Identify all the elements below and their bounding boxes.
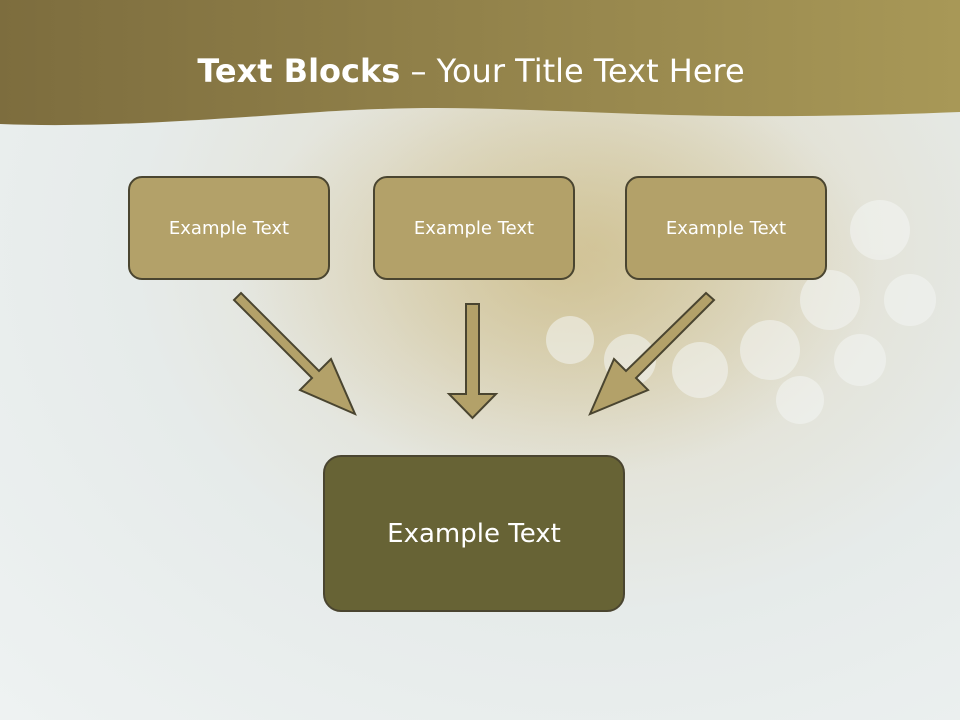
text-block-top-right: Example Text (625, 176, 827, 280)
title-rest: – Your Title Text Here (400, 52, 745, 90)
text-block-bottom: Example Text (323, 455, 625, 612)
arrow-left (232, 291, 357, 416)
header-band (0, 0, 960, 126)
slide-title: Text Blocks – Your Title Text Here (0, 52, 942, 90)
text-block-top-right-label: Example Text (665, 217, 787, 239)
text-block-top-left-label: Example Text (168, 217, 290, 239)
arrow-right (588, 291, 716, 416)
text-block-bottom-label: Example Text (387, 518, 561, 549)
title-bold: Text Blocks (197, 52, 401, 90)
text-block-top-center: Example Text (373, 176, 575, 280)
arrow-center (446, 303, 499, 420)
text-block-top-left: Example Text (128, 176, 330, 280)
text-block-top-center-label: Example Text (413, 217, 535, 239)
bead-chain (546, 200, 936, 424)
